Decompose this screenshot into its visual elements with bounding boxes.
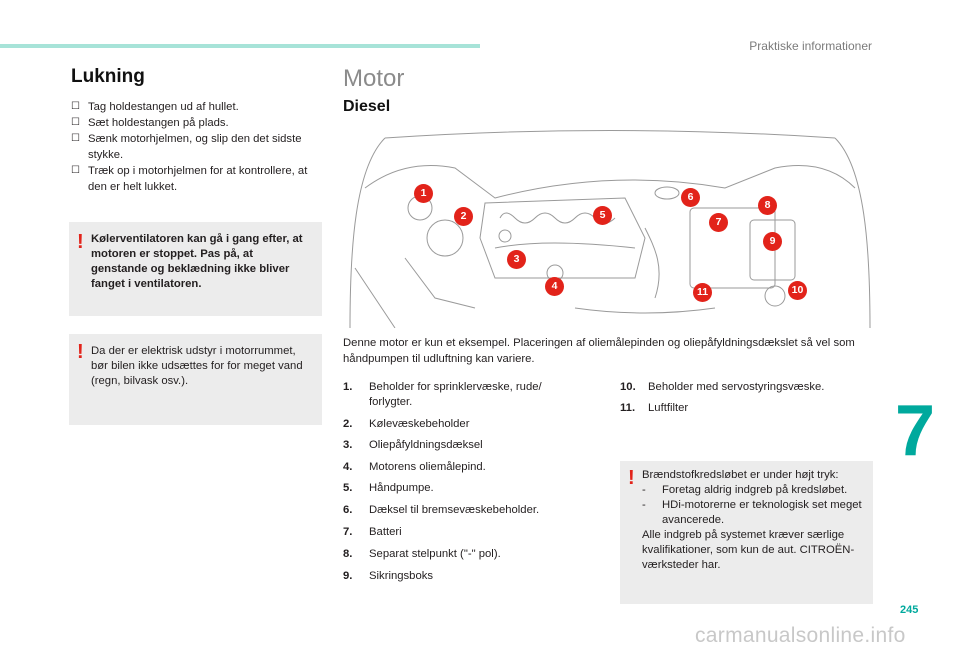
warning-box-water: ! Da der er elektrisk udstyr i motorrumm… [69,334,322,425]
callout-marker: 9 [763,232,782,251]
section-heading-motor: Motor [343,65,405,92]
warning-text: Kølerventilatoren kan gå i gang efter, a… [91,233,303,290]
list-item: ☐Sæt holdestangen på plads. [71,117,229,129]
checkbox-bullet-icon: ☐ [71,165,80,176]
warning-bullet: -Foretag aldrig indgreb på kredsløbet. [642,484,848,496]
section-title: Praktiske informationer [749,39,872,53]
warning-icon: ! [628,467,635,489]
header-bar [0,44,480,48]
callout-marker: 3 [507,250,526,269]
list-item: ☐Sænk motorhjelmen, og slip den det sids… [71,133,302,161]
callout-marker: 6 [681,188,700,207]
callout-marker: 5 [593,206,612,225]
section-heading-lukning: Lukning [71,66,145,87]
callout-marker: 7 [709,213,728,232]
warning-intro: Brændstofkredsløbet er under højt tryk: [642,469,839,481]
engine-description: Denne motor er kun et eksempel. Placerin… [343,337,855,365]
warning-text: Da der er elektrisk udstyr i motorrummet… [91,345,303,387]
callout-marker: 1 [414,184,433,203]
watermark: carmanualsonline.info [695,624,906,647]
warning-icon: ! [77,231,84,253]
warning-box-fuel: ! Brændstofkredsløbet er under højt tryk… [620,461,873,604]
list-item: ☐Træk op i motorhjelmen for at kontrolle… [71,165,308,193]
callout-marker: 11 [693,283,712,302]
callout-marker: 4 [545,277,564,296]
callout-marker: 10 [788,281,807,300]
engine-drawing [349,130,871,329]
engine-bay-illustration: 1 2 3 4 5 6 7 8 9 10 11 [345,128,875,329]
callout-marker: 2 [454,207,473,226]
warning-icon: ! [77,341,84,363]
chapter-number: 7 [895,391,936,471]
warning-bullet: -HDi-motorerne er teknologisk set meget … [642,499,862,526]
list-item: ☐Tag holdestangen ud af hullet. [71,101,239,113]
page-number: 245 [900,604,919,616]
callout-marker: 8 [758,196,777,215]
checkbox-bullet-icon: ☐ [71,117,80,128]
subheading-diesel: Diesel [343,98,391,115]
warning-outro: Alle indgreb på systemet kræver særlige … [642,529,855,571]
checkbox-bullet-icon: ☐ [71,101,80,112]
closing-steps-list: ☐Tag holdestangen ud af hullet. ☐Sæt hol… [71,99,321,195]
checkbox-bullet-icon: ☐ [71,133,80,144]
warning-box-fan: ! Kølerventilatoren kan gå i gang efter,… [69,222,322,316]
